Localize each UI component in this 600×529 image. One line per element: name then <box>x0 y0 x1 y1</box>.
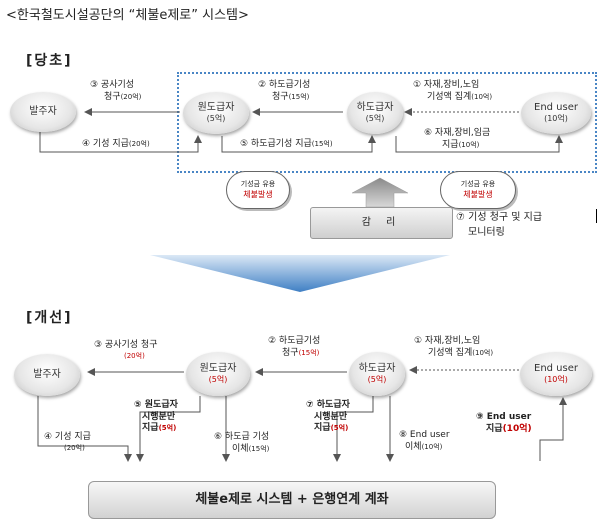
node-after-client: 발주자 <box>14 354 80 396</box>
arrow-before-6 <box>395 135 563 153</box>
label-after-8: ⑧ End user 이체(10억) <box>399 430 450 452</box>
label-before-6: ⑥ 자재,장비,임금 지급(10억) <box>424 128 491 150</box>
arrow-before-4 <box>39 132 202 153</box>
arrow-after-5 <box>136 396 201 462</box>
arrow-transition <box>150 255 450 292</box>
node-after-enduser-amount: (10억) <box>544 375 568 385</box>
label-before-2: ② 하도급기성 청구(15억) <box>258 80 311 102</box>
label-before-1: ① 자재,장비,노임 기성액 집계(10억) <box>413 80 493 102</box>
node-before-prime: 원도급자 (5억) <box>183 92 249 134</box>
node-after-sub-label: 하도급자 <box>358 362 396 374</box>
node-before-enduser-amount: (10억) <box>544 114 568 124</box>
node-before-client-label: 발주자 <box>29 105 57 117</box>
label-before-3: ③ 공사기성 청구(20억) <box>90 80 142 102</box>
node-after-client-label: 발주자 <box>33 368 61 380</box>
arrow-after-9 <box>539 397 567 461</box>
label-after-4: ④ 기성 지급 (20억) <box>44 432 91 452</box>
node-after-sub: 하도급자 (5억) <box>349 352 405 396</box>
node-after-prime: 원도급자 (5억) <box>186 352 250 396</box>
arrow-supervision-up <box>351 177 409 208</box>
label-after-7: ⑦ 하도급자 시행분만 지급(5억) <box>306 400 350 434</box>
bank-linked-system-box: 체불e제로 시스템 + 은행연계 계좌 <box>88 481 496 519</box>
node-before-client: 발주자 <box>10 92 76 132</box>
label-after-2: ② 하도급기성 청구(15억) <box>268 336 321 358</box>
arrow-after-4 <box>37 396 132 462</box>
node-after-enduser: End user (10억) <box>520 352 592 396</box>
payment-flow-dashed-box <box>177 72 597 173</box>
section-after-label: [개선] <box>26 310 73 326</box>
node-before-prime-label: 원도급자 <box>197 101 235 113</box>
node-after-prime-amount: (5억) <box>208 375 228 385</box>
node-before-enduser-label: End user <box>534 101 578 113</box>
arrow-before-5 <box>221 135 376 153</box>
page-title: <한국철도시설공단의 “체불e제로” 시스템> <box>6 8 249 23</box>
label-before-7: ⑦ 기성 청구 및 지급 모니터링 <box>456 212 543 238</box>
node-before-enduser: End user (10억) <box>521 92 591 134</box>
section-before-label: [당초] <box>26 53 73 69</box>
arrow-after-7 <box>333 396 374 462</box>
node-after-sub-amount: (5억) <box>367 375 387 385</box>
label-after-5: ⑤ 원도급자 시행분만 지급(5억) <box>134 400 178 434</box>
node-before-sub-amount: (5억) <box>365 114 385 124</box>
supervision-box: 감 리 <box>310 207 453 239</box>
node-before-prime-amount: (5억) <box>206 114 226 124</box>
node-after-enduser-label: End user <box>534 362 578 374</box>
cloud-misuse-sub: 기성금 유용 체불발생 <box>440 171 516 209</box>
cloud-misuse-prime: 기성금 유용 체불발생 <box>226 171 290 209</box>
label-before-4: ④ 기성 지급(20억) <box>82 139 150 149</box>
label-before-5: ⑤ 하도급기성 지급(15억) <box>240 139 333 149</box>
node-before-sub-label: 하도급자 <box>356 101 394 113</box>
label-after-1: ① 자재,장비,노임 기성액 집계(10억) <box>414 336 494 358</box>
node-before-sub: 하도급자 (5억) <box>347 92 403 134</box>
node-after-prime-label: 원도급자 <box>199 362 237 374</box>
label-after-6: ⑥ 하도급 기성 이체(15억) <box>214 432 270 454</box>
vertical-tick-mark <box>596 209 597 223</box>
label-after-3: ③ 공사기성 청구 (20억) <box>94 340 158 360</box>
label-after-9: ⑨ End user 지급(10억) <box>476 412 532 434</box>
